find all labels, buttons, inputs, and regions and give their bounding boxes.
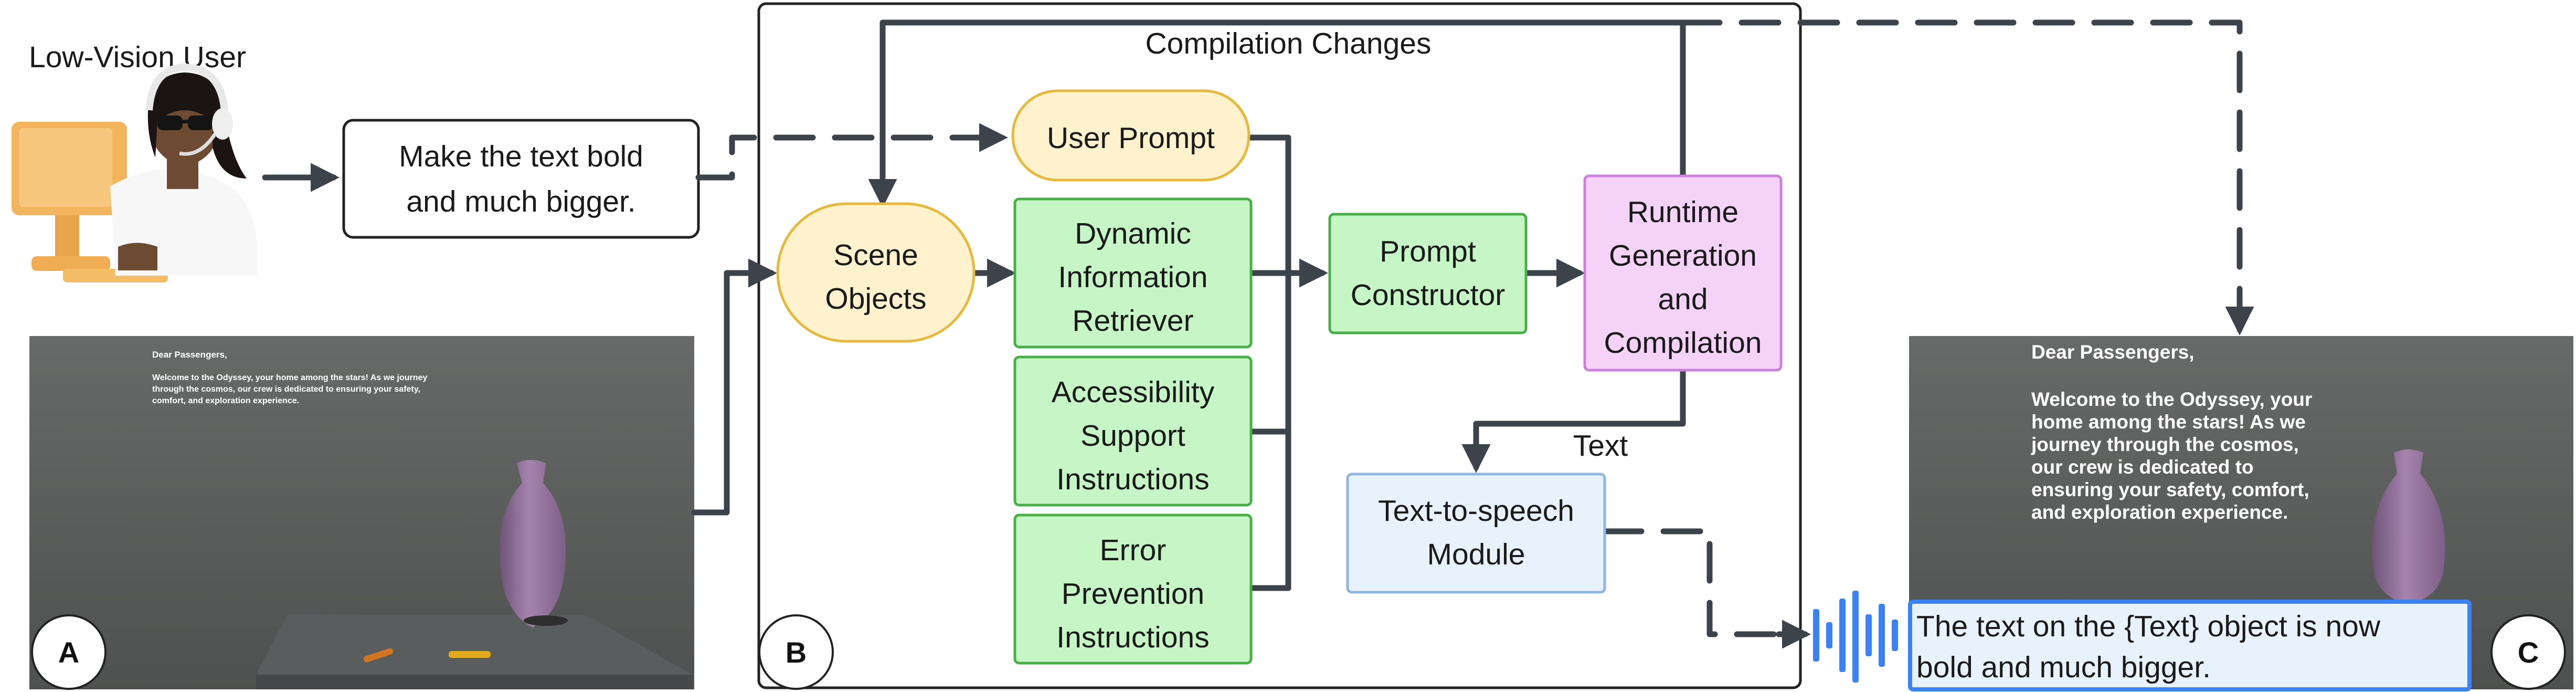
runtime-label-4: Compilation — [1604, 326, 1762, 360]
user-prompt-label: User Prompt — [1047, 121, 1215, 155]
accessibility-label-2: Support — [1080, 419, 1185, 453]
dynamic-info-label-3: Retriever — [1072, 304, 1193, 338]
scene-c-text-line4: journey through the cosmos, — [2031, 434, 2299, 455]
runtime-label-2: Generation — [1609, 239, 1757, 272]
runtime-generation-node — [1583, 174, 1783, 372]
scene-c-text-line3: home among the stars! As we — [2031, 411, 2306, 433]
error-prevention-node — [1013, 513, 1253, 665]
error-prevention-label-3: Instructions — [1056, 621, 1209, 654]
panel-a-badge — [31, 614, 107, 690]
scene-c-text-line5: our crew is dedicated to — [2031, 456, 2254, 478]
accessibility-support-node — [1013, 355, 1253, 507]
panel-c-badge — [2490, 614, 2566, 690]
dynamic-info-retriever-node — [1013, 197, 1253, 349]
panel-b-label: B — [786, 636, 807, 669]
scene-objects-label-2: Objects — [825, 282, 926, 316]
tts-label-1: Text-to-speech — [1378, 494, 1574, 528]
panel-a-label: A — [58, 636, 79, 669]
error-prevention-label-2: Prevention — [1062, 577, 1205, 611]
scene-a-text-line4: comfort, and exploration experience. — [152, 396, 299, 405]
request-box — [342, 119, 700, 239]
panel-c-label: C — [2518, 636, 2539, 669]
user-illustration — [12, 63, 257, 282]
scene-a-screenshot: Dear Passengers, Welcome to the Odyssey,… — [29, 336, 694, 689]
scene-objects-label-1: Scene — [833, 238, 918, 272]
scene-c-text-line2: Welcome to the Odyssey, your — [2031, 389, 2312, 410]
accessibility-label-3: Instructions — [1056, 463, 1209, 496]
text-to-speech-node — [1346, 473, 1606, 594]
response-text-line1: The text on the {Text} object is now — [1916, 610, 2381, 643]
prompt-constructor-label-2: Constructor — [1351, 278, 1506, 312]
scene-a-text-line2: Welcome to the Odyssey, your home among … — [152, 373, 427, 382]
scene-a-text-line3: through the cosmos, our crew is dedicate… — [152, 385, 420, 394]
text-edge-label: Text — [1573, 429, 1628, 463]
error-prevention-label-1: Error — [1100, 533, 1167, 567]
runtime-label-3: and — [1658, 282, 1708, 316]
scene-c-text-line7: and exploration experience. — [2031, 501, 2288, 523]
accessibility-label-1: Accessibility — [1052, 375, 1215, 409]
scene-a-text-line1: Dear Passengers, — [152, 350, 227, 360]
prompt-constructor-node — [1328, 213, 1528, 334]
user-prompt-node — [1011, 89, 1250, 182]
pipeline-container — [757, 2, 1802, 689]
sound-wave-icon — [1813, 591, 1898, 683]
pipeline-title: Compilation Changes — [1146, 27, 1432, 60]
prompt-constructor-label-1: Prompt — [1380, 235, 1476, 268]
scene-c-text-line6: ensuring your safety, comfort, — [2031, 479, 2309, 500]
user-title: Low-Vision User — [29, 40, 246, 74]
runtime-label-1: Runtime — [1627, 195, 1738, 229]
dynamic-info-label-1: Dynamic — [1075, 217, 1191, 250]
response-text-line2: bold and much bigger. — [1916, 651, 2211, 684]
scene-c-text-line1: Dear Passengers, — [2031, 341, 2195, 363]
panel-b-badge — [758, 614, 834, 690]
response-box — [1908, 600, 2472, 691]
scene-objects-node — [776, 202, 976, 343]
request-text-line2: and much bigger. — [406, 185, 635, 218]
tts-label-2: Module — [1427, 538, 1525, 571]
dynamic-info-label-2: Information — [1058, 260, 1207, 294]
request-text-line1: Make the text bold — [399, 140, 643, 173]
